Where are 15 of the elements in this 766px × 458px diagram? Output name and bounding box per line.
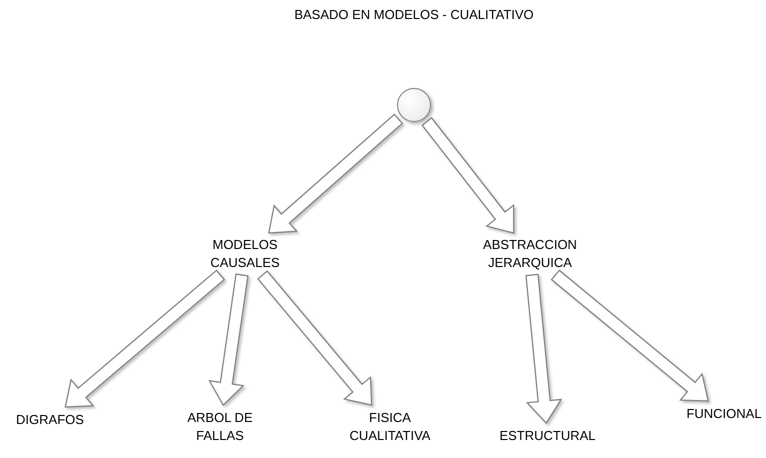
- block-arrow: [421, 117, 514, 234]
- block-arrow: [257, 270, 372, 406]
- node-label: ARBOL DE FALLAS: [186, 409, 254, 445]
- node-label: DIGRAFOS: [16, 411, 84, 429]
- node-label: FISICA CUALITATIVA: [348, 409, 432, 445]
- block-arrow: [550, 270, 709, 402]
- block-arrow: [64, 270, 226, 408]
- node-label: MODELOS CAUSALES: [209, 236, 281, 272]
- node-label: ESTRUCTURAL: [499, 427, 596, 445]
- block-arrow: [525, 274, 562, 424]
- block-arrow: [208, 273, 249, 406]
- diagram-title: BASADO EN MODELOS - CUALITATIVO: [293, 6, 535, 24]
- node-label: ABSTRACCION JERARQUICA: [482, 236, 578, 272]
- block-arrow: [268, 114, 404, 234]
- node-label: FUNCIONAL: [686, 405, 762, 423]
